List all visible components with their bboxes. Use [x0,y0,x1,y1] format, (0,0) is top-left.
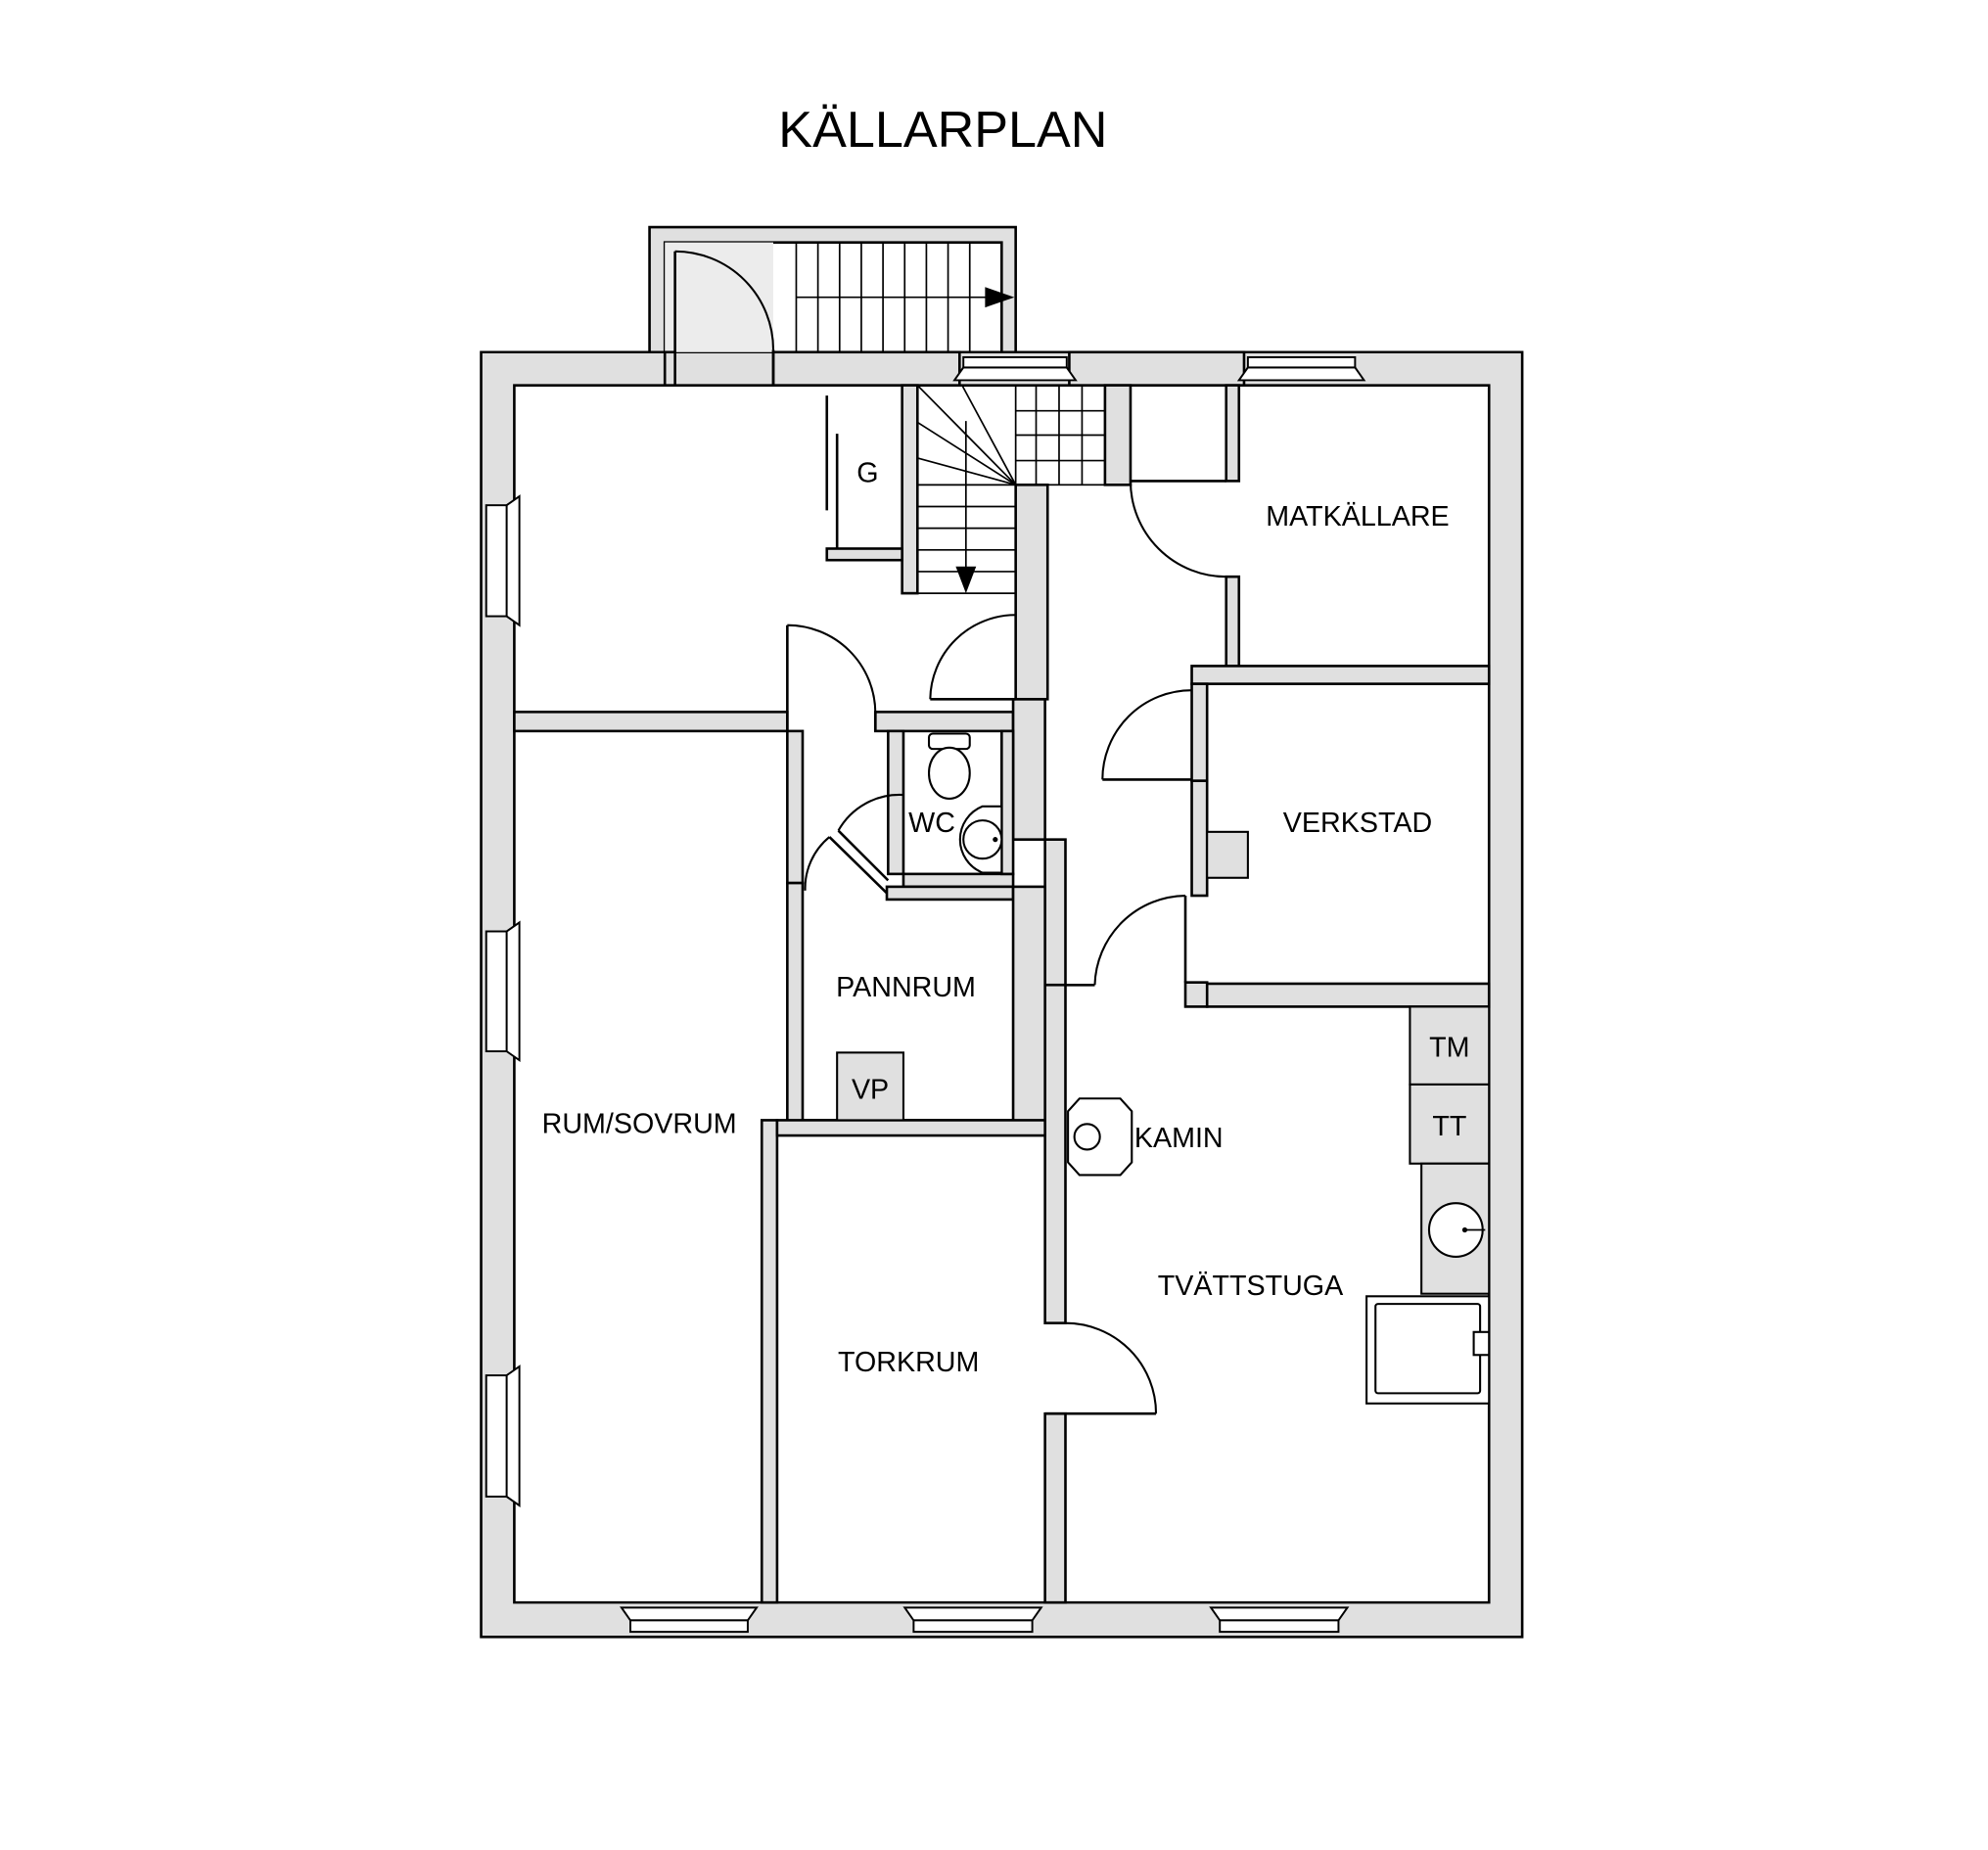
toilet-icon [927,732,971,801]
room-label-tvattstuga: TVÄTTSTUGA [1158,1271,1344,1302]
room-label-verkstad: VERKSTAD [1283,808,1432,839]
room-label-pannrum: PANNRUM [836,972,976,1003]
utility-sink [1365,1295,1491,1405]
washing-machine-label: TM [1429,1032,1469,1063]
room-label-matkallare: MATKÄLLARE [1266,501,1449,532]
heat-pump [836,1051,904,1122]
window-icon [485,355,1366,1634]
heat-pump-label: VP [852,1074,889,1105]
arrow-icon [985,287,1015,308]
sink-icon [958,805,1003,874]
plan-title: KÄLLARPLAN [778,102,1107,159]
exterior-walls [480,225,1524,1639]
fireplace-label: KAMIN [1134,1123,1224,1154]
washing-machine [1409,1005,1491,1086]
interior-walls [513,384,1491,1604]
chimney-block [1206,830,1249,879]
room-label-rum-sovrum: RUM/SOVRUM [542,1108,737,1139]
tumble-dryer [1409,1083,1491,1165]
stove-icon [1067,1097,1133,1177]
wall-upper [1068,350,1246,387]
wardrobe-label: G [856,458,878,489]
room-label-torkrum: TORKRUM [838,1347,979,1378]
arrow-icon [955,566,977,594]
stairs-icon [795,242,1106,594]
wall-upper [663,350,676,387]
wall-upper [771,350,961,387]
tumble-dryer-label: TT [1432,1111,1466,1142]
room-label-wc: WC [908,808,955,839]
door-icon [673,250,1226,1415]
wardrobe-doors [825,395,839,549]
sink-icon [1420,1162,1491,1295]
